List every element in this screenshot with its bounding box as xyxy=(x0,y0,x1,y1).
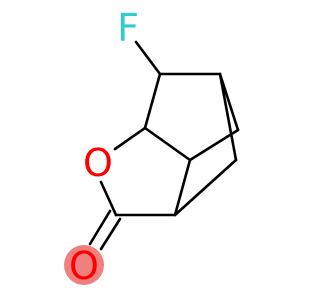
bond-ring-c-to-center-c xyxy=(143,126,192,162)
bond-f-to-cf xyxy=(134,40,162,76)
carbonyl-oxygen-highlight xyxy=(64,245,104,285)
molecule-structure: F O O xyxy=(64,6,240,288)
bond-center-c-to-alpha-c xyxy=(173,158,192,217)
bond-carbonyl-double-a xyxy=(88,209,112,246)
bond-cf-to-ring-c xyxy=(143,72,162,130)
bond-ring-c-to-ring-oxygen xyxy=(113,126,147,151)
bond-bridgehead-to-lower-right-c xyxy=(218,72,238,162)
fluorine-atom: F xyxy=(117,6,139,50)
bond-ring-oxygen-to-carbonyl-c xyxy=(99,180,118,217)
bond-right-c-to-center-c xyxy=(188,128,240,162)
carbonyl-oxygen-atom: O xyxy=(69,244,99,288)
bond-lower-right-c-to-alpha-c xyxy=(173,158,238,217)
bond-carbonyl-double-b xyxy=(99,217,122,251)
ring-oxygen-atom: O xyxy=(83,141,113,185)
